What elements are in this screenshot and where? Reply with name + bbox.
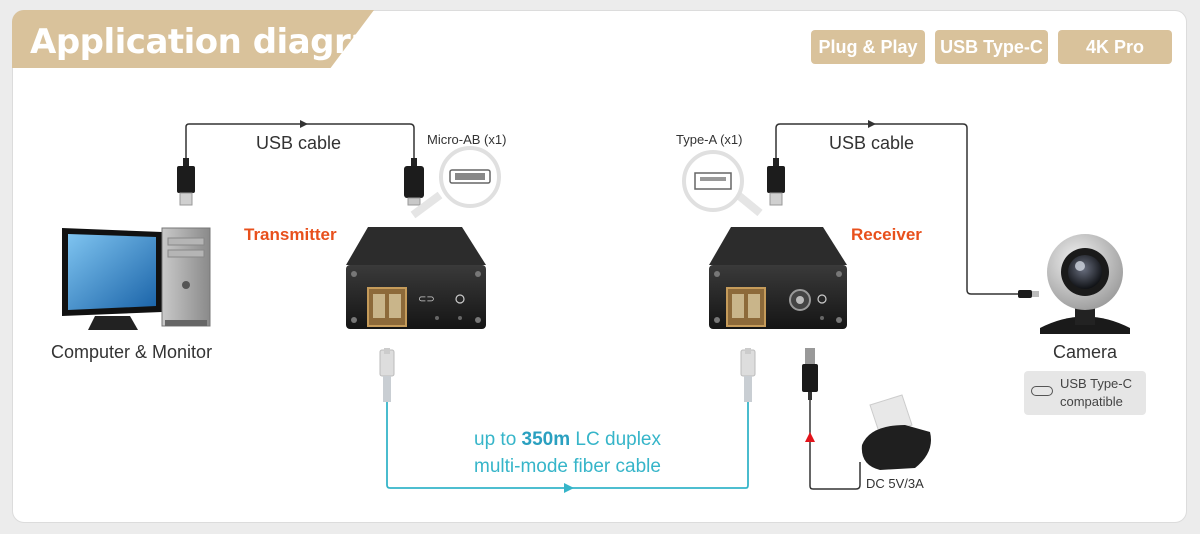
usb-cable-right-label: USB cable: [829, 133, 915, 153]
usb-cable-left-label: USB cable: [256, 133, 342, 153]
micro-ab-port-callout: [410, 146, 501, 219]
fiber-distance: 350m: [521, 429, 571, 450]
fiber-line1-suffix: LC duplex: [570, 429, 661, 450]
badge-plug-play: Plug & Play: [811, 30, 925, 64]
dc-power-label: DC 5V/3A: [866, 476, 924, 491]
usb-c-compatible-box: USB Type-C compatible: [1024, 371, 1146, 415]
usb-c-compat-line2: compatible: [1060, 394, 1123, 409]
fiber-line1-prefix: up to: [474, 429, 522, 450]
usb-c-compat-line1: USB Type-C: [1060, 376, 1133, 391]
transmitter-device: ⊂⊃: [346, 227, 486, 329]
receiver-label: Receiver: [851, 225, 922, 244]
transmitter-label: Transmitter: [244, 225, 337, 244]
badge-usb-type-c: USB Type-C: [935, 30, 1048, 64]
fiber-cable: [379, 348, 756, 493]
usb-cable-left: [177, 120, 424, 206]
page-title: Application diagram: [30, 22, 408, 62]
webcam-illustration: [1040, 234, 1130, 334]
svg-text:⊂⊃: ⊂⊃: [418, 294, 435, 305]
micro-ab-label: Micro-AB (x1): [427, 132, 507, 147]
usb-c-port-icon: [1031, 386, 1053, 396]
title-tab: [12, 10, 374, 68]
fiber-line2: multi-mode fiber cable: [474, 456, 661, 477]
fiber-description: up to 350m LC duplex multi-mode fiber ca…: [455, 426, 680, 480]
computer-label: Computer & Monitor: [51, 342, 213, 362]
badge-4k-pro: 4K Pro: [1058, 30, 1172, 64]
camera-label: Camera: [1053, 342, 1118, 362]
type-a-port-callout: [682, 150, 763, 217]
power-cable: [802, 348, 931, 490]
usb-cable-right: [767, 120, 1039, 298]
receiver-device: [709, 227, 847, 329]
type-a-label: Type-A (x1): [676, 132, 743, 147]
computer-monitor-illustration: [62, 227, 211, 330]
